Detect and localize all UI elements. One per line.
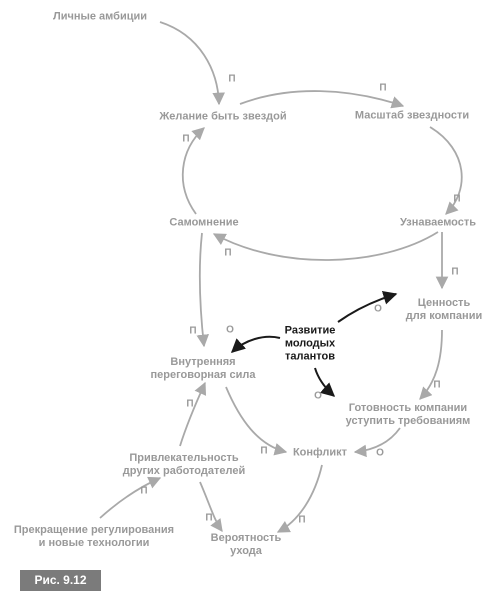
arrow-desire-to-starscale xyxy=(239,90,405,109)
polarity-attract-power: П xyxy=(186,398,194,410)
node-star-scale: Масштаб звездности xyxy=(354,109,470,122)
arrow-conflict-to-leave xyxy=(276,464,323,533)
arrow-talent-to-power xyxy=(230,335,281,353)
arrow-ambitions-to-desire xyxy=(159,21,225,106)
polarity-talent-value: О xyxy=(374,303,382,315)
arrow-talent-to-value xyxy=(337,291,398,323)
polarity-recognition-selfesteem: П xyxy=(224,247,232,259)
node-leave-probability: Вероятность ухода xyxy=(210,532,282,557)
polarity-talent-power: О xyxy=(226,324,234,336)
arrow-value-to-readiness xyxy=(419,329,443,400)
polarity-recognition-value: П xyxy=(451,266,459,278)
node-internal-power: Внутренняя переговорная сила xyxy=(150,356,256,381)
node-company-value: Ценность для компании xyxy=(405,297,483,322)
node-company-readiness: Готовность компании уступить требованиям xyxy=(345,402,471,427)
polarity-desire-starscale: П xyxy=(379,82,387,94)
polarity-value-readiness: П xyxy=(433,379,441,391)
polarity-power-conflict: П xyxy=(260,445,268,457)
figure-label: Рис. 9.12 xyxy=(20,570,101,591)
polarity-ambitions-desire: П xyxy=(228,73,236,85)
arrow-attract-to-leave xyxy=(199,481,223,533)
arrow-starscale-to-recognition xyxy=(429,126,463,215)
polarity-readiness-conflict: О xyxy=(376,447,384,459)
node-deregulation: Прекращение регулирования и новые технол… xyxy=(13,524,175,549)
polarity-conflict-leave: П xyxy=(298,514,306,526)
polarity-selfesteem-desire: П xyxy=(182,133,190,145)
node-conflict: Конфликт xyxy=(292,446,348,459)
arrow-selfesteem-to-power xyxy=(196,232,210,348)
arrow-attract-to-power xyxy=(179,381,207,447)
arrow-selfesteem-to-desire xyxy=(181,127,205,215)
arrow-power-to-conflict xyxy=(225,386,288,456)
polarity-selfesteem-power: П xyxy=(189,325,197,337)
polarity-starscale-recognition: П xyxy=(453,193,461,205)
polarity-attract-leave: П xyxy=(205,512,213,524)
node-talent-development: Развитие молодых талантов xyxy=(284,324,336,363)
polarity-talent-readiness: О xyxy=(314,390,322,402)
node-desire-star: Желание быть звездой xyxy=(159,110,287,123)
arrow-dereg-to-attract xyxy=(99,476,162,519)
arrow-readiness-to-conflict xyxy=(353,427,401,458)
node-self-esteem: Самомнение xyxy=(169,216,239,229)
arrow-talent-to-readiness xyxy=(314,367,336,397)
polarity-dereg-attract: П xyxy=(140,485,148,497)
node-attractiveness: Привлекательность других работодателей xyxy=(122,452,246,477)
node-recognition: Узнаваемость xyxy=(399,216,477,229)
node-personal-ambitions: Личные амбиции xyxy=(52,10,148,23)
arrow-recognition-to-selfesteem xyxy=(212,231,439,261)
